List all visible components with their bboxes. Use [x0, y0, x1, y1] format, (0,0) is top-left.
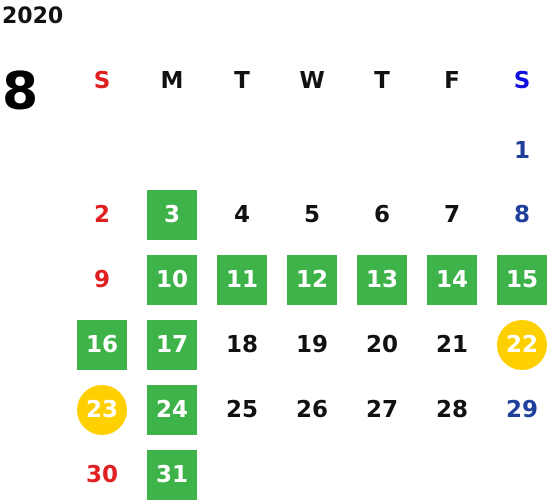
calendar-day[interactable]: 18	[225, 332, 258, 358]
calendar-day[interactable]: 22	[497, 320, 547, 370]
calendar-day[interactable]: 17	[147, 320, 197, 370]
calendar-day[interactable]: 10	[147, 255, 197, 305]
calendar-day[interactable]: 25	[225, 397, 258, 423]
weekday-label: M	[160, 68, 184, 94]
weekday-label: S	[93, 68, 111, 94]
weekday-label: T	[234, 68, 250, 94]
calendar-day[interactable]: 31	[147, 450, 197, 500]
calendar-day[interactable]: 14	[427, 255, 477, 305]
calendar-day[interactable]: 23	[77, 385, 127, 435]
calendar-day[interactable]: 12	[287, 255, 337, 305]
calendar-day[interactable]: 26	[295, 397, 328, 423]
calendar-day[interactable]: 21	[435, 332, 468, 358]
calendar-day[interactable]: 28	[435, 397, 468, 423]
weekday-label: S	[513, 68, 531, 94]
calendar-day[interactable]: 20	[365, 332, 398, 358]
calendar-day[interactable]: 19	[295, 332, 328, 358]
calendar-day[interactable]: 3	[147, 190, 197, 240]
calendar-day[interactable]: 6	[373, 202, 390, 228]
calendar-day[interactable]: 29	[505, 397, 538, 423]
calendar-day[interactable]: 30	[85, 462, 118, 488]
weekday-label: F	[444, 68, 460, 94]
calendar-day[interactable]: 5	[303, 202, 320, 228]
calendar-day[interactable]: 24	[147, 385, 197, 435]
calendar-day[interactable]: 4	[233, 202, 250, 228]
calendar-day[interactable]: 27	[365, 397, 398, 423]
calendar-day[interactable]: 2	[93, 202, 110, 228]
calendar-day[interactable]: 8	[513, 202, 530, 228]
weekday-label: T	[374, 68, 390, 94]
month-label: 8	[2, 62, 39, 122]
calendar-day[interactable]: 1	[513, 138, 530, 164]
weekday-label: W	[299, 68, 325, 94]
calendar-day[interactable]: 16	[77, 320, 127, 370]
calendar-day[interactable]: 13	[357, 255, 407, 305]
calendar-day[interactable]: 11	[217, 255, 267, 305]
calendar-day[interactable]: 9	[93, 267, 110, 293]
year-label: 2020	[2, 4, 64, 29]
calendar-day[interactable]: 15	[497, 255, 547, 305]
calendar-day[interactable]: 7	[443, 202, 460, 228]
